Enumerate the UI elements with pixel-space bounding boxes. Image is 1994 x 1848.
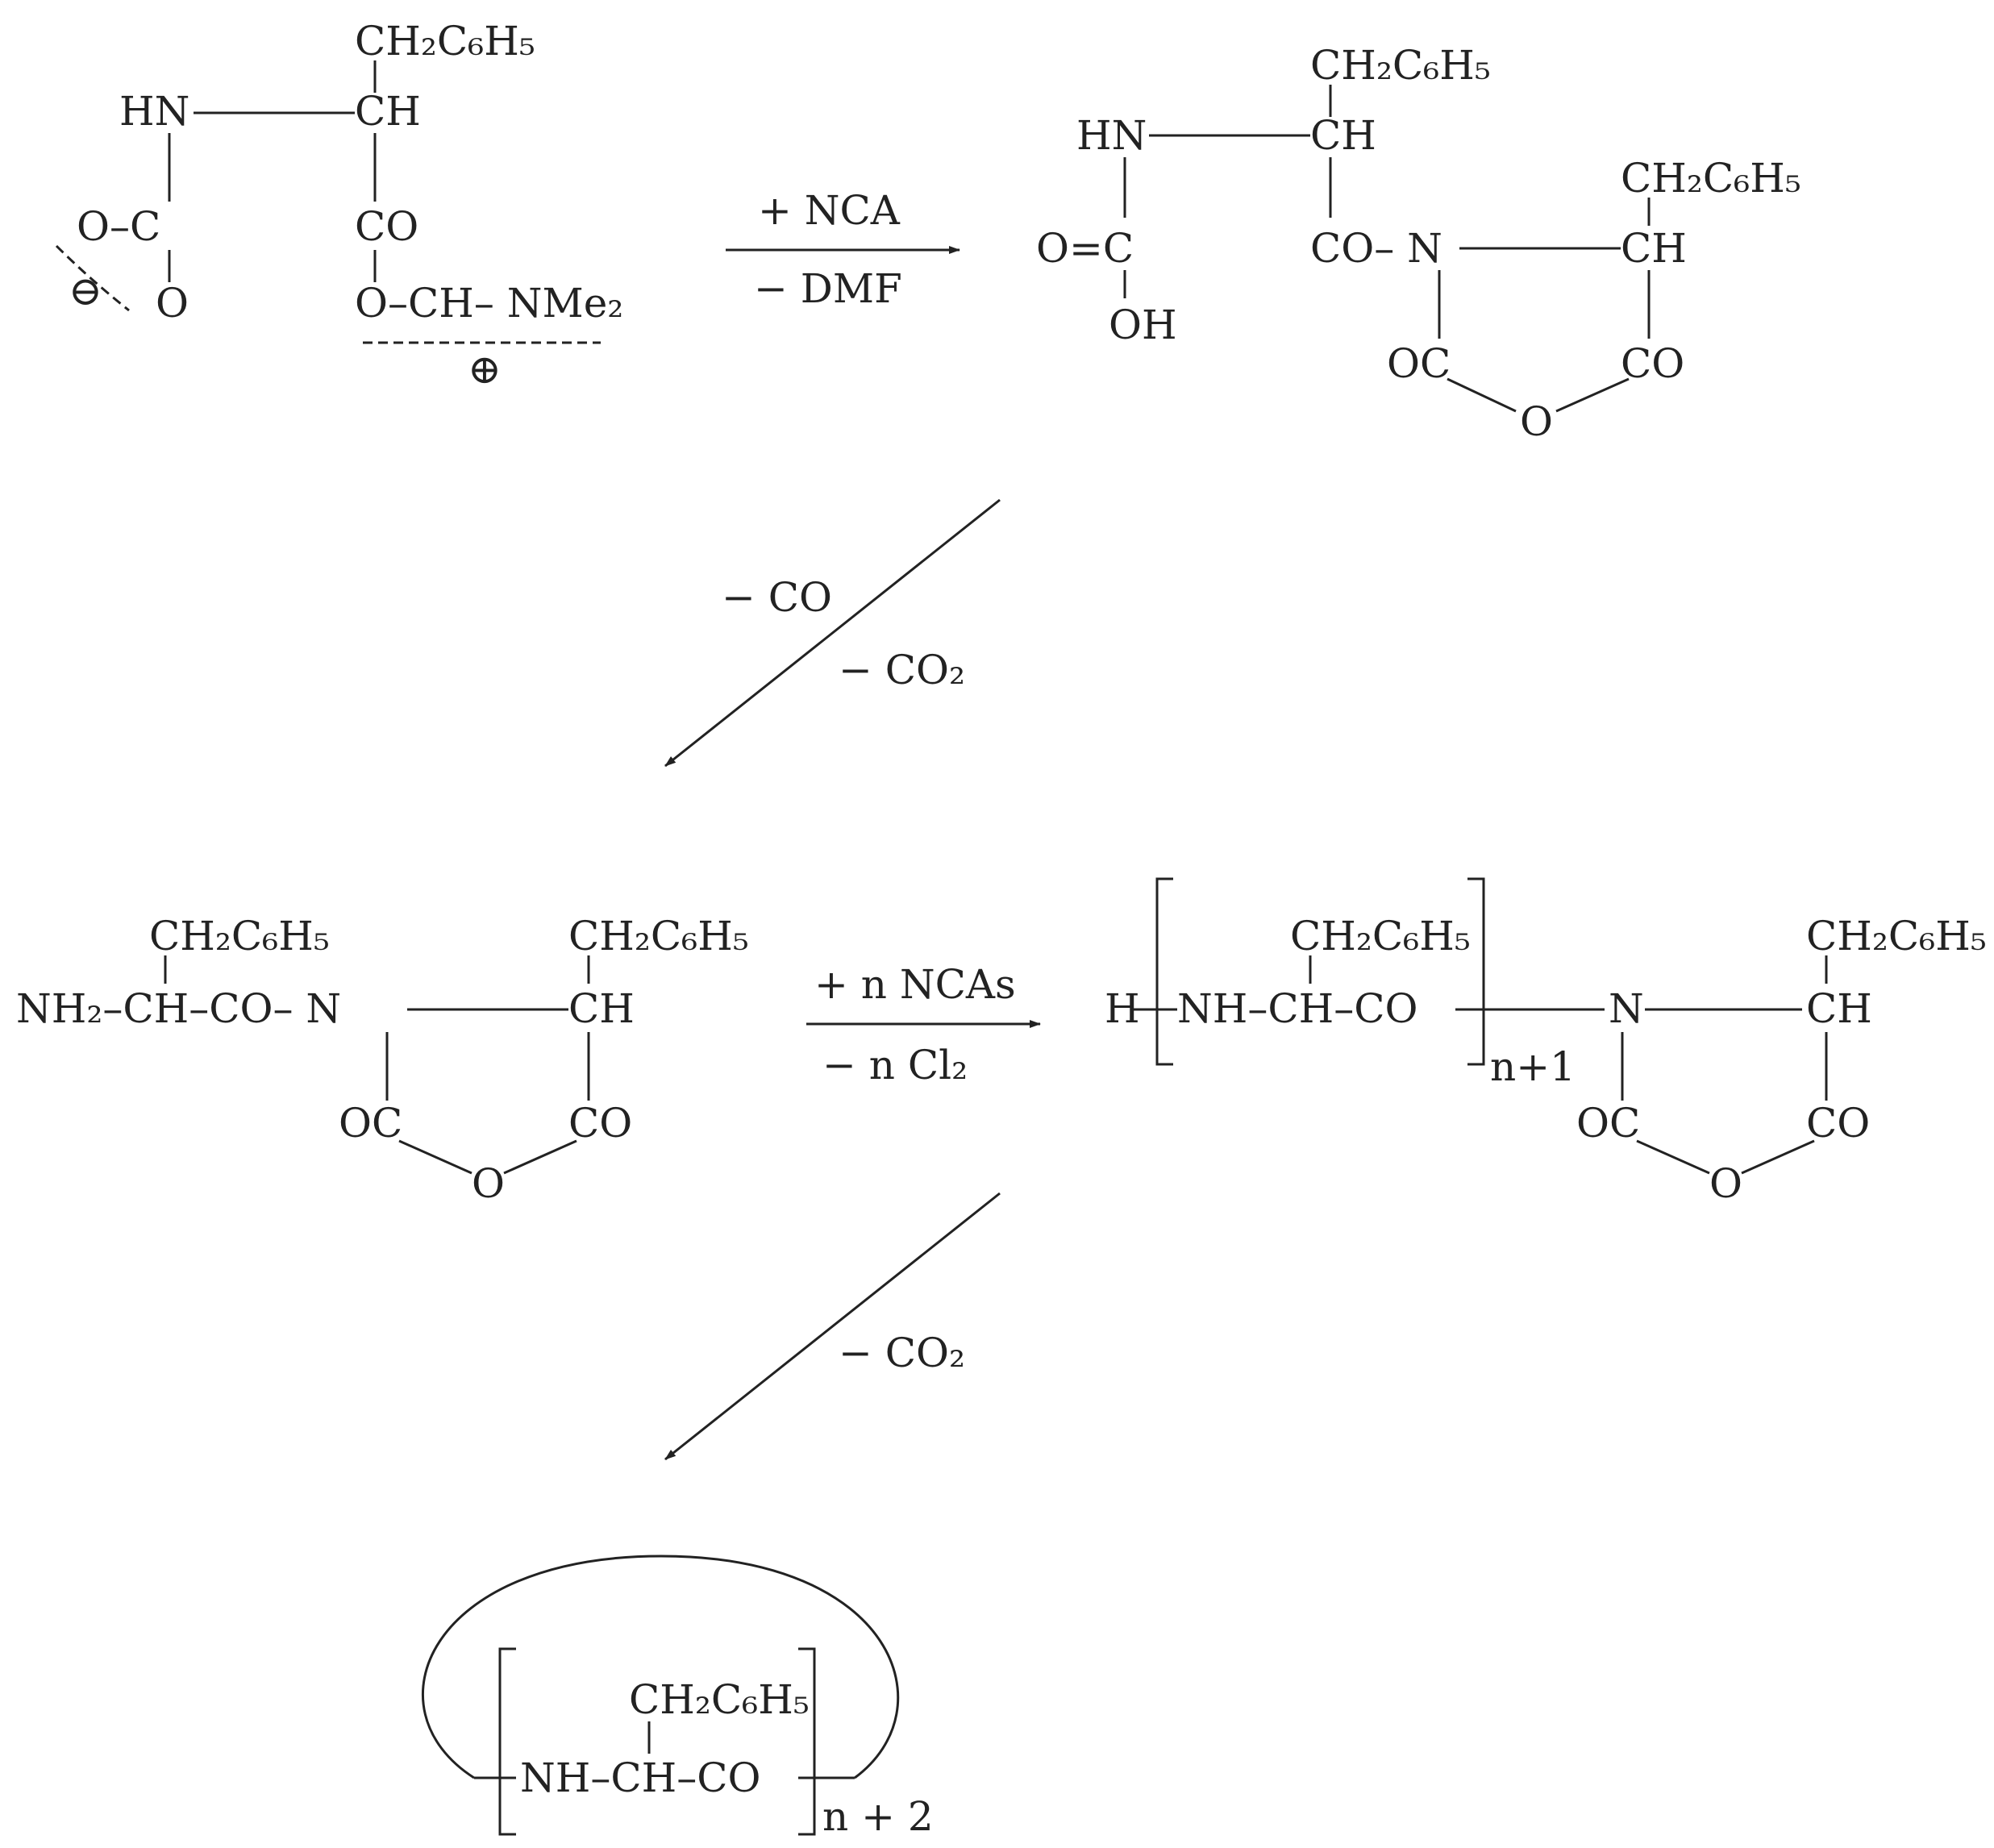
repeat-unit: NH–CH–CO: [520, 1754, 760, 1801]
benzyl-group-b: CH₂C₆H₅: [568, 913, 749, 959]
ring-oc: OC: [1576, 1100, 1640, 1147]
benzyl-group: CH₂C₆H₅: [355, 18, 535, 65]
ch-group-b: CH: [1621, 225, 1687, 272]
repeat-unit: NH–CH–CO: [1177, 985, 1417, 1032]
ch-group: CH: [1806, 985, 1872, 1032]
ring-co: CO: [1806, 1100, 1870, 1147]
arrow-diagonal-icon: [664, 1192, 1001, 1461]
carbamate-o-c: O–C: [77, 203, 160, 250]
reaction-arrow-2: − CO − CO₂: [664, 498, 1001, 768]
ch-group: CH: [355, 88, 421, 135]
benzyl-group: CH₂C₆H₅: [629, 1676, 810, 1723]
arrow-2-byproduct-co: − CO: [722, 574, 832, 621]
amine-chain: NH₂–CH–CO– N: [16, 985, 341, 1032]
arrow-1-byproduct: − DMF: [754, 265, 902, 312]
arrow-diagonal-icon: [664, 498, 1001, 768]
ch-group: CH: [568, 985, 635, 1032]
benzyl-group-a: CH₂C₆H₅: [1290, 913, 1471, 959]
ring-co: CO: [1621, 340, 1684, 387]
structure-5-cyclic-peptide: CH₂C₆H₅ NH–CH–CO n + 2: [422, 1555, 934, 1840]
nca-n: N: [1609, 985, 1644, 1032]
benzyl-group-a: CH₂C₆H₅: [1310, 42, 1491, 89]
imidate-o-ch-nme2: O–CH– NMe₂: [355, 280, 623, 327]
benzyl-group-a: CH₂C₆H₅: [149, 913, 330, 959]
anion-delocalization-arc: [55, 244, 130, 312]
arrow-2-byproduct-co2: − CO₂: [839, 647, 965, 693]
ch-group-a: CH: [1310, 112, 1376, 159]
arrow-3-reagent: + n NCAs: [814, 961, 1016, 1008]
co-n-group: CO– N: [1310, 225, 1442, 272]
structure-1-carbamate-ion-pair: CH₂C₆H₅ HN CH O–C CO O O–CH– NMe₂ ⊖ ⊕: [55, 18, 623, 393]
structure-3-amine-nca: CH₂C₆H₅ CH₂C₆H₅ NH₂–CH–CO– N CH OC CO O: [16, 913, 749, 1207]
reaction-arrow-1: + NCA − DMF: [726, 187, 960, 312]
ring-o: O: [1520, 398, 1553, 445]
right-bracket: [1467, 877, 1485, 1066]
repeat-subscript: n + 2: [822, 1793, 934, 1840]
right-bracket: [798, 1647, 816, 1836]
arrow-4-byproduct: − CO₂: [839, 1330, 965, 1376]
minus-charge-icon: ⊖: [69, 268, 102, 314]
hn-group: HN: [1076, 112, 1147, 159]
ring-co: CO: [568, 1100, 632, 1147]
reaction-arrow-3: + n NCAs − n Cl₂: [806, 961, 1041, 1088]
plus-charge-icon: ⊕: [468, 346, 502, 393]
ring-o: O: [1709, 1160, 1742, 1207]
benzyl-group-b: CH₂C₆H₅: [1806, 913, 1987, 959]
carboxyl-o-eq-c: O=C: [1036, 225, 1134, 272]
ring-closure-arc: [422, 1555, 900, 1779]
ring-o: O: [472, 1160, 505, 1207]
hydroxyl-oh: OH: [1109, 302, 1177, 348]
benzyl-group-b: CH₂C₆H₅: [1621, 155, 1801, 202]
carbamate-o: O: [156, 280, 189, 327]
ring-oc: OC: [1387, 340, 1451, 387]
structure-4-polymer-nca: CH₂C₆H₅ H NH–CH–CO n+1 N CH₂C₆H₅ CH OC C…: [1105, 877, 1987, 1207]
arrow-3-byproduct: − n Cl₂: [822, 1042, 968, 1088]
carbonyl-co: CO: [355, 203, 418, 250]
arrow-1-reagent: + NCA: [758, 187, 901, 234]
structure-2-mixed-anhydride: CH₂C₆H₅ HN CH CH₂C₆H₅ O=C CO– N CH OH OC…: [1036, 42, 1801, 445]
repeat-subscript: n+1: [1490, 1043, 1576, 1090]
ring-oc: OC: [339, 1100, 402, 1147]
reaction-arrow-4: − CO₂: [664, 1192, 1001, 1461]
left-bracket: [498, 1647, 516, 1836]
left-bracket: [1155, 877, 1173, 1066]
hn-group: HN: [119, 88, 189, 135]
